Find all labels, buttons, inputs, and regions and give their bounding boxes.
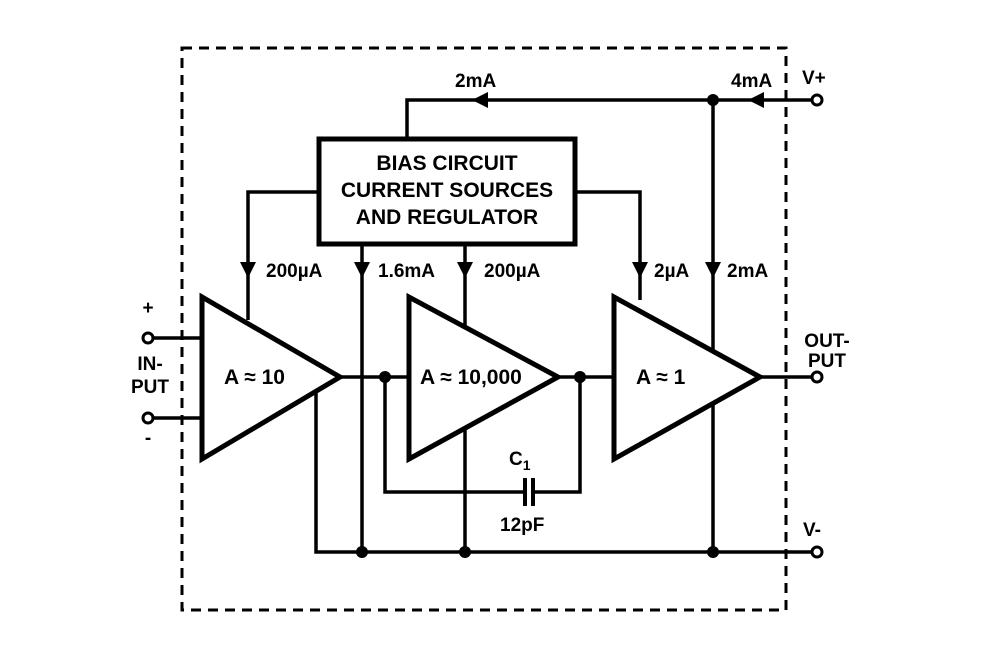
- junction-dot: [707, 94, 719, 106]
- package-boundary: [180, 46, 788, 612]
- terminal-vminus: [810, 545, 824, 559]
- capacitor-subscript: 1: [523, 457, 531, 473]
- output-label-line2: PUT: [808, 351, 846, 372]
- input-plus-label: +: [142, 298, 153, 319]
- amplifier-stage-2: [406, 292, 564, 464]
- current-label-stage1: 200µA: [266, 261, 323, 282]
- stage-1-gain: A ≈ 10: [224, 366, 285, 389]
- current-arrows: [240, 92, 764, 278]
- arrow-down-1-6ma: [354, 262, 370, 278]
- stage-3-gain: A ≈ 1: [636, 366, 686, 389]
- vminus-label: V-: [803, 520, 821, 541]
- terminal-input-minus: [141, 411, 155, 425]
- bias-line-3: AND REGULATOR: [356, 206, 538, 229]
- arrow-down-stage2: [457, 262, 473, 278]
- bias-line-1: BIAS CIRCUIT: [376, 152, 517, 175]
- arrow-left-2ma: [472, 92, 488, 108]
- bias-line-2: CURRENT SOURCES: [341, 179, 553, 202]
- current-label-stage3: 2µA: [654, 261, 690, 282]
- arrow-down-stage3: [632, 262, 648, 278]
- terminal-output: [810, 370, 824, 384]
- output-label-line1: OUT-: [804, 331, 849, 352]
- arrow-down-2ma: [705, 262, 721, 278]
- input-label-line1: IN-: [137, 354, 162, 375]
- junction-dot: [379, 371, 391, 383]
- vplus-label: V+: [802, 68, 826, 89]
- current-label-stage2: 200µA: [484, 261, 541, 282]
- junction-dot: [459, 546, 471, 558]
- current-label-2ma-top: 2mA: [455, 71, 496, 92]
- junction-dot: [707, 546, 719, 558]
- capacitor-value: 12pF: [500, 515, 544, 536]
- arrow-down-stage1: [240, 262, 256, 278]
- junction-dot: [356, 546, 368, 558]
- current-label-1-6ma: 1.6mA: [378, 261, 435, 282]
- amplifier-stage-3: [611, 292, 766, 464]
- input-label-line2: PUT: [131, 377, 169, 398]
- amplifier-stage-1: [199, 292, 345, 464]
- terminal-input-plus: [141, 331, 155, 345]
- capacitor-label: C1: [509, 449, 531, 473]
- capacitor-name: C: [509, 449, 523, 470]
- current-label-2ma-out: 2mA: [727, 261, 768, 282]
- arrow-left-4ma: [748, 92, 764, 108]
- current-label-4ma: 4mA: [731, 71, 772, 92]
- bias-circuit-block: [316, 136, 578, 247]
- junction-dots: [356, 94, 719, 558]
- input-minus-label: -: [145, 428, 151, 449]
- terminal-vplus: [810, 93, 824, 107]
- stage-2-gain: A ≈ 10,000: [420, 366, 522, 389]
- junction-dot: [574, 371, 586, 383]
